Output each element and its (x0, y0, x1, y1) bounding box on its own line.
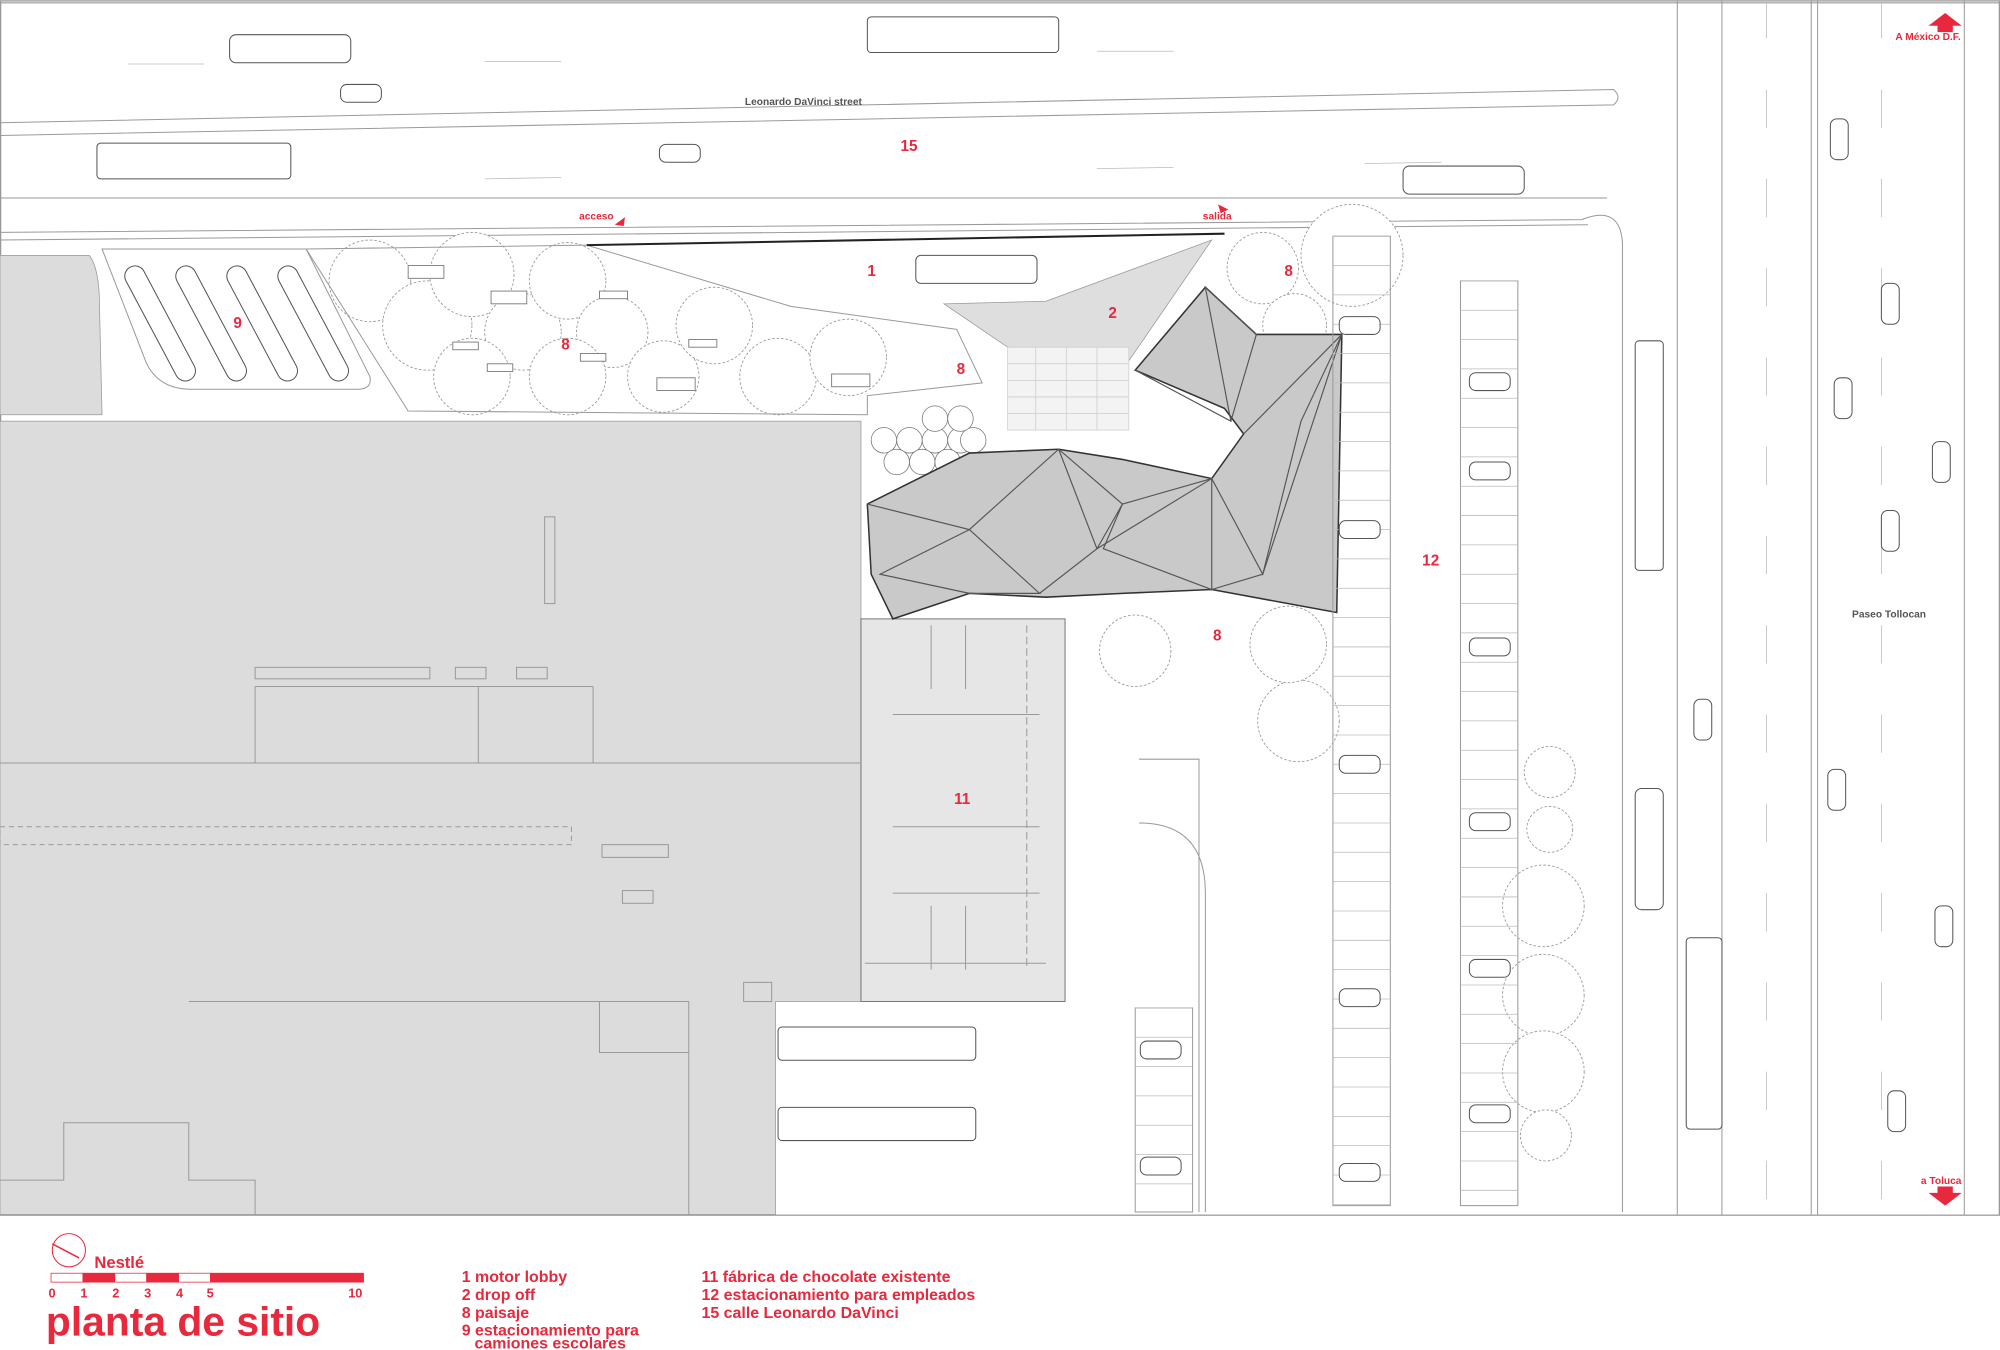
legend-item: 2 drop off (462, 1287, 536, 1304)
legend-item: 11 fábrica de chocolate existente (702, 1269, 951, 1286)
scale-tick: 10 (348, 1285, 362, 1300)
zone-label-8a: 8 (561, 337, 570, 354)
school-bus-parking: 9 (101, 248, 371, 390)
scale-bar (50, 1272, 364, 1283)
zone-label-11: 11 (954, 791, 971, 808)
parked-car (1468, 958, 1511, 978)
drawing-title: planta de sitio (46, 1299, 320, 1345)
parked-car (1468, 461, 1511, 481)
parked-car (1338, 1163, 1381, 1182)
legend: 1 motor lobby 2 drop off 8 paisaje 9 est… (462, 1269, 976, 1350)
zone-label-12: 12 (1422, 552, 1439, 569)
parked-car (1139, 1040, 1182, 1060)
title-block: Nestlé 0 1 2 3 4 5 10 planta de sitio (46, 1233, 364, 1345)
scale-tick: 0 (48, 1285, 55, 1300)
parked-car (1338, 316, 1381, 335)
street-vehicles (96, 16, 1954, 1142)
new-building-roof (866, 285, 1343, 620)
parked-car (1468, 812, 1511, 832)
parked-car (1139, 1156, 1182, 1176)
north-arrow-icon (1928, 13, 1962, 33)
legend-item: 1 motor lobby (462, 1269, 568, 1286)
parked-car (1468, 372, 1511, 392)
exit-arrow-icon (1218, 204, 1229, 214)
legend-item: camiones escolares (474, 1335, 626, 1350)
legend-item: 9 estacionamiento para (462, 1323, 639, 1340)
direction-south-label: a Toluca (1921, 1176, 1962, 1187)
landscape-trees: 8 8 8 8 (328, 203, 1585, 1162)
zone-label-8c: 8 (1284, 263, 1293, 280)
motor-lobby: 1 2 acceso salida (305, 204, 1232, 431)
parked-car (1468, 637, 1511, 657)
access-arrow-icon (614, 217, 625, 227)
street-label-top: Leonardo DaVinci street (745, 97, 863, 108)
zone-label-9: 9 (233, 315, 242, 332)
parked-car (1338, 520, 1381, 540)
street-label-right: Paseo Tollocan (1852, 610, 1926, 621)
scale-tick: 1 (80, 1285, 87, 1300)
scale-tick: 4 (176, 1285, 184, 1300)
scale-tick: 3 (144, 1285, 151, 1300)
scale-tick: 2 (112, 1285, 119, 1300)
parked-car (1468, 1104, 1511, 1124)
legend-item: 15 calle Leonardo DaVinci (702, 1305, 899, 1322)
existing-factory: 11 (0, 254, 1066, 1215)
zone-label-2: 2 (1108, 305, 1117, 322)
direction-north-label: A México D.F. (1895, 32, 1960, 43)
zone-label-15: 15 (901, 138, 919, 155)
legend-item: 8 paisaje (462, 1305, 529, 1322)
zone-label-8d: 8 (1213, 628, 1222, 645)
access-label: acceso (579, 212, 614, 223)
parked-car (1338, 754, 1381, 774)
south-arrow-icon (1928, 1186, 1962, 1206)
exit-label: salida (1203, 212, 1232, 223)
scale-tick: 5 (207, 1285, 214, 1300)
parked-car (1338, 988, 1381, 1008)
client-name: Nestlé (94, 1253, 144, 1272)
zone-label-1: 1 (867, 263, 876, 280)
employee-parking: 12 (1134, 235, 1519, 1213)
zone-label-8b: 8 (957, 361, 966, 378)
compass-icon (51, 1233, 86, 1268)
legend-item: 12 estacionamiento para empleados (702, 1287, 976, 1304)
leonardo-davinci-street: Leonardo DaVinci street (0, 2, 2000, 1212)
